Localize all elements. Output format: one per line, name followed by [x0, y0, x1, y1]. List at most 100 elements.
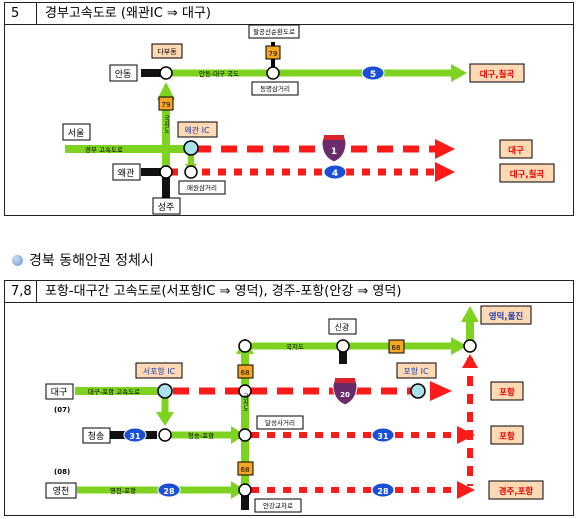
road-label-gukjido-top: 국지도 — [286, 342, 304, 351]
label-angang-box — [254, 498, 302, 513]
label-seoul: 서울 — [68, 128, 85, 139]
label-angang: 안강교차로 — [263, 501, 293, 510]
panel-2-number: 7,8 — [5, 281, 37, 302]
label-waegwan-box — [112, 163, 141, 181]
road-label-yeongcheon-pohang: 영천-포항 — [110, 486, 136, 495]
destination-pohang-1-box — [490, 381, 524, 401]
shield-31-west — [123, 427, 147, 443]
panel-1-map: 79 79 5 4 1 안동 서울 왜관 성주 다부동 팔공산순환도로 왜관 I… — [62, 24, 555, 215]
arrow-to-pohang-2 — [457, 426, 475, 444]
node-singwang — [336, 339, 350, 353]
shield-79-upper — [265, 45, 281, 60]
label-yeongcheon: 영천 — [53, 486, 70, 497]
shield-5-text: 5 — [370, 70, 376, 80]
destination-2: 대구 — [508, 145, 524, 156]
label-daegu: 대구 — [51, 387, 68, 398]
shield-28-west-text: 28 — [163, 487, 175, 496]
shield-31-east-text: 31 — [377, 432, 389, 441]
arrow-ramp-seopohang — [156, 412, 174, 426]
label-daegu-box — [45, 383, 74, 400]
node-waegwan-ic — [183, 140, 199, 156]
label-west-pohang-ic: 서포항 IC — [143, 367, 176, 376]
label-cheongsong-box — [82, 427, 111, 444]
panel-2-header: 7,8 포항-대구간 고속도로(서포항IC ⇒ 영덕), 경주-포항(안강 ⇒ … — [5, 281, 573, 303]
shield-20-text: 20 — [340, 391, 350, 399]
destination-3: 대구,칠곡 — [510, 169, 545, 180]
stub-singwang — [339, 348, 347, 364]
node-waegwan — [159, 165, 173, 179]
panel-2-title: 포항-대구간 고속도로(서포항IC ⇒ 영덕), 경주-포항(안강 ⇒ 영덕) — [45, 284, 402, 299]
shield-28-east — [371, 482, 395, 498]
label-pohang-ic: 포항 IC — [403, 367, 429, 376]
label-waegwan: 왜관 — [118, 168, 135, 179]
stub-seongju — [162, 176, 170, 198]
shield-68-top-text: 68 — [392, 344, 401, 352]
arrow-cheongsong-pohang — [231, 426, 245, 444]
arrow-yeongcheon-pohang — [231, 481, 245, 499]
shield-68-lower — [237, 461, 254, 476]
label-seoul-box — [62, 123, 91, 141]
destination-gyeongju: 경주,포항 — [499, 486, 534, 497]
section-title: 경북 동해안권 정체시 — [12, 252, 154, 270]
label-code-08: (08) — [54, 468, 70, 476]
label-palgong-box — [248, 24, 300, 39]
label-seongju-box — [152, 197, 181, 215]
diagram-panel-1: 5 경부고속도로 (왜관IC ⇒ 대구) 79 7 — [4, 2, 574, 216]
stub-waegwan — [141, 168, 163, 176]
destination-2-box — [499, 139, 533, 159]
label-palgong: 팔공산순환도로 — [253, 27, 295, 36]
node-andong — [159, 66, 173, 80]
panel-1-number: 5 — [5, 3, 37, 24]
arrow-to-destination-2 — [435, 139, 455, 159]
arrow-to-destination-3 — [435, 162, 455, 182]
label-west-pohang-ic-box — [135, 362, 183, 379]
shield-31-east — [371, 427, 395, 443]
road-label-daegu-pohang: 대구-포항 고속도로 — [88, 387, 140, 396]
label-waegwan-ic: 왜관 IC — [184, 125, 210, 135]
stub-andong — [141, 69, 163, 77]
destination-3-box — [499, 163, 555, 183]
label-dabudong-box — [151, 43, 183, 59]
shield-28-west — [157, 482, 181, 498]
node-middle — [238, 384, 252, 398]
label-dabudong: 다부동 — [157, 47, 177, 56]
node-dalseong — [238, 428, 252, 442]
label-dongmyeong-box — [251, 81, 299, 96]
arrow-to-gyeongju — [457, 481, 475, 499]
shield-79-vertical-text: 79 — [162, 101, 171, 109]
shield-20-top-band — [335, 378, 355, 383]
node-dongmyeong — [266, 66, 280, 80]
label-yeongcheon-box — [45, 482, 77, 499]
node-seopohang-ic — [157, 383, 173, 399]
label-andong-box — [109, 64, 138, 82]
shield-68-lower-text: 68 — [241, 466, 250, 474]
shield-68-upper-text: 68 — [241, 369, 250, 377]
road-label-andong-daegu: 안동-대구 국도 — [199, 69, 239, 78]
arrow-north-pohang — [462, 354, 478, 368]
shield-68-top — [388, 339, 405, 354]
label-andong: 안동 — [115, 69, 132, 80]
destination-yeongdeok-box — [480, 305, 532, 325]
road-label-gukjido-vertical: 국지도 — [242, 393, 249, 411]
label-waegwan-ic-box — [177, 121, 218, 138]
shield-79-upper-text: 79 — [269, 50, 278, 58]
road-label-gyeongbu: 경부 고속도로 — [85, 145, 123, 154]
shield-79-vertical — [158, 96, 174, 111]
shield-4-text: 4 — [332, 169, 338, 179]
label-dalseong-box — [256, 415, 304, 430]
destination-1-box — [469, 63, 525, 83]
label-code-07: (07) — [54, 406, 70, 414]
destination-gyeongju-box — [488, 480, 544, 500]
panel-1-title: 경부고속도로 (왜관IC ⇒ 대구) — [45, 6, 211, 21]
arrow-to-destination-1 — [451, 64, 467, 82]
road-label-gukjido: 국지도 — [163, 115, 170, 133]
label-cheongsong: 청송 — [88, 431, 105, 442]
shield-1-text: 1 — [331, 147, 337, 157]
arrow-north-yeongdeok — [461, 306, 479, 322]
road-label-cheongsong-pohang: 청송-포항 — [188, 431, 214, 440]
panel-2-map: 68 68 68 31 31 28 28 20 대구 (07) 청송 (08) … — [45, 305, 544, 513]
bullet-icon — [12, 255, 23, 266]
node-gukjido-top-right — [463, 339, 477, 353]
node-angang — [238, 483, 252, 497]
destination-pohang-2-box — [490, 425, 524, 445]
